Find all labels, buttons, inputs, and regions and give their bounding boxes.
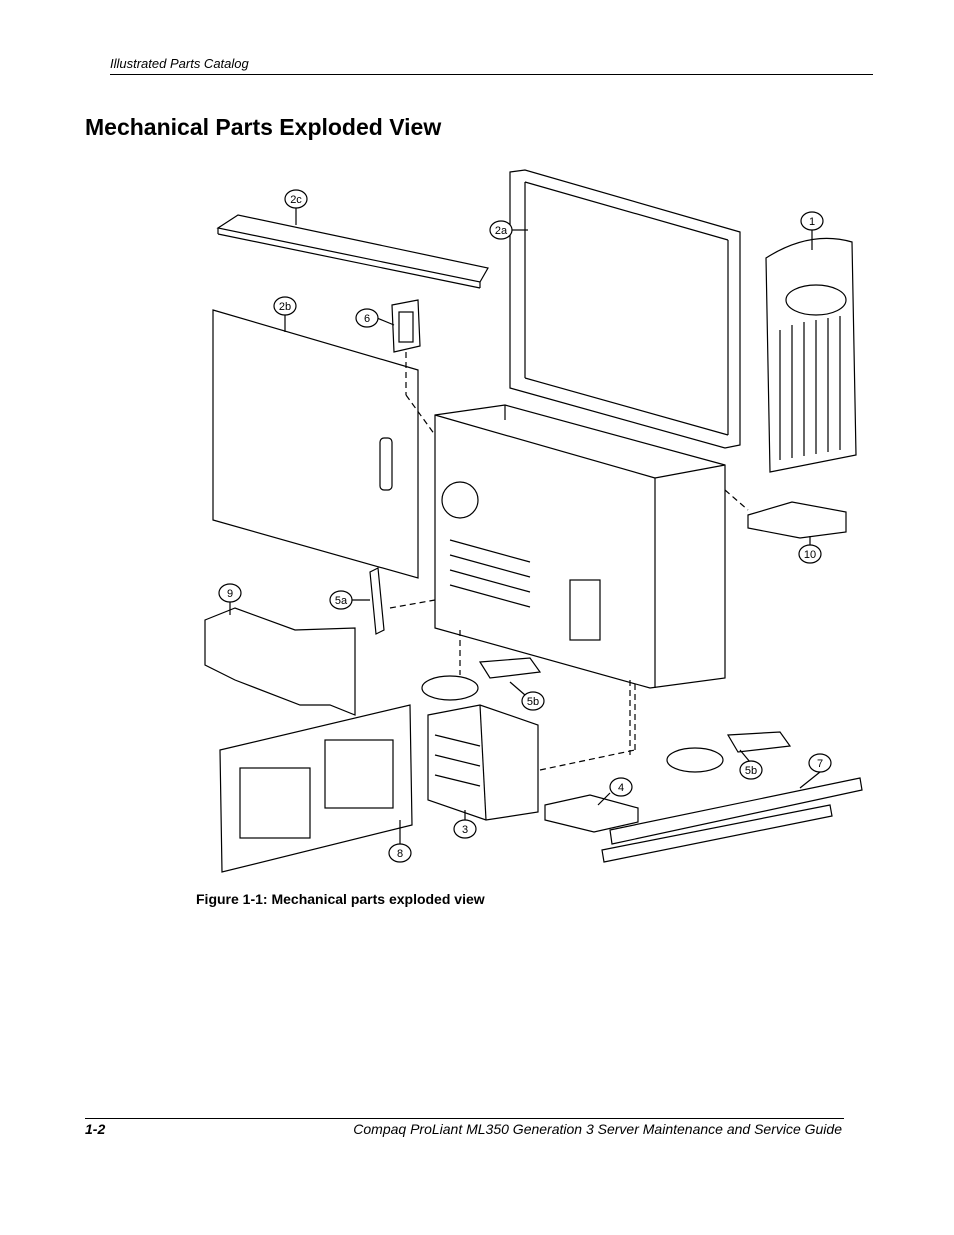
svg-text:5b: 5b (527, 696, 539, 708)
part-6-fan-bracket (391, 299, 421, 353)
part-10-drive-tray (747, 501, 847, 539)
header-rule (110, 74, 873, 75)
exploded-view-drawing: 2c 2a 1 2b 6 10 9 5a (204, 169, 863, 873)
footer-rule (85, 1118, 844, 1119)
part-4-hard-drive (544, 794, 639, 833)
part-2a-side-panel (509, 169, 741, 449)
svg-text:1: 1 (809, 216, 815, 228)
svg-text:2b: 2b (279, 301, 291, 313)
svg-text:3: 3 (462, 824, 468, 836)
page-number: 1-2 (85, 1121, 106, 1137)
svg-text:5b: 5b (745, 765, 757, 777)
callout-4: 4 (597, 777, 633, 806)
svg-text:6: 6 (364, 313, 370, 325)
chassis (434, 404, 726, 689)
part-2b-access-panel (212, 309, 419, 579)
svg-text:4: 4 (618, 782, 624, 794)
callout-5b-lower: 5b (739, 749, 763, 780)
callout-2a: 2a (489, 220, 528, 240)
callout-9: 7 (799, 753, 832, 789)
svg-text:2c: 2c (290, 194, 302, 206)
callout-2c: 2c (284, 189, 308, 225)
page-title: Mechanical Parts Exploded View (85, 114, 442, 140)
callout-6: 6 (355, 308, 395, 328)
callout-1: 1 (800, 211, 824, 250)
svg-text:5a: 5a (335, 595, 348, 607)
callout-5b-upper: 5b (509, 681, 545, 711)
callout-7: 9 (218, 583, 242, 615)
part-7-air-baffle (204, 607, 356, 716)
callout-3: 3 (453, 810, 477, 839)
callout-2b: 2b (273, 296, 297, 332)
callout-10: 10 (798, 536, 822, 564)
part-1-front-bezel (765, 237, 857, 473)
part-5b-feet (421, 657, 792, 773)
callout-5a: 5a (329, 590, 370, 610)
svg-text:7: 7 (817, 758, 823, 770)
callout-8: 8 (388, 820, 412, 863)
guide-title: Compaq ProLiant ML350 Generation 3 Serve… (353, 1121, 842, 1137)
part-5a-bracket (369, 567, 385, 635)
svg-text:9: 9 (227, 588, 233, 600)
running-header: Illustrated Parts Catalog (110, 56, 249, 71)
part-2c-top-cover (216, 214, 489, 289)
part-3-drive-cage (427, 704, 539, 821)
part-8-front-panel (219, 704, 413, 873)
svg-text:10: 10 (804, 549, 816, 561)
figure-caption: Figure 1-1: Mechanical parts exploded vi… (196, 891, 485, 907)
part-9-rail-kit (601, 777, 863, 863)
exploded-view-figure: 2c 2a 1 2b 6 10 9 5a (180, 160, 880, 890)
assembly-guide-lines (389, 352, 749, 771)
svg-text:2a: 2a (495, 225, 508, 237)
svg-text:8: 8 (397, 848, 403, 860)
